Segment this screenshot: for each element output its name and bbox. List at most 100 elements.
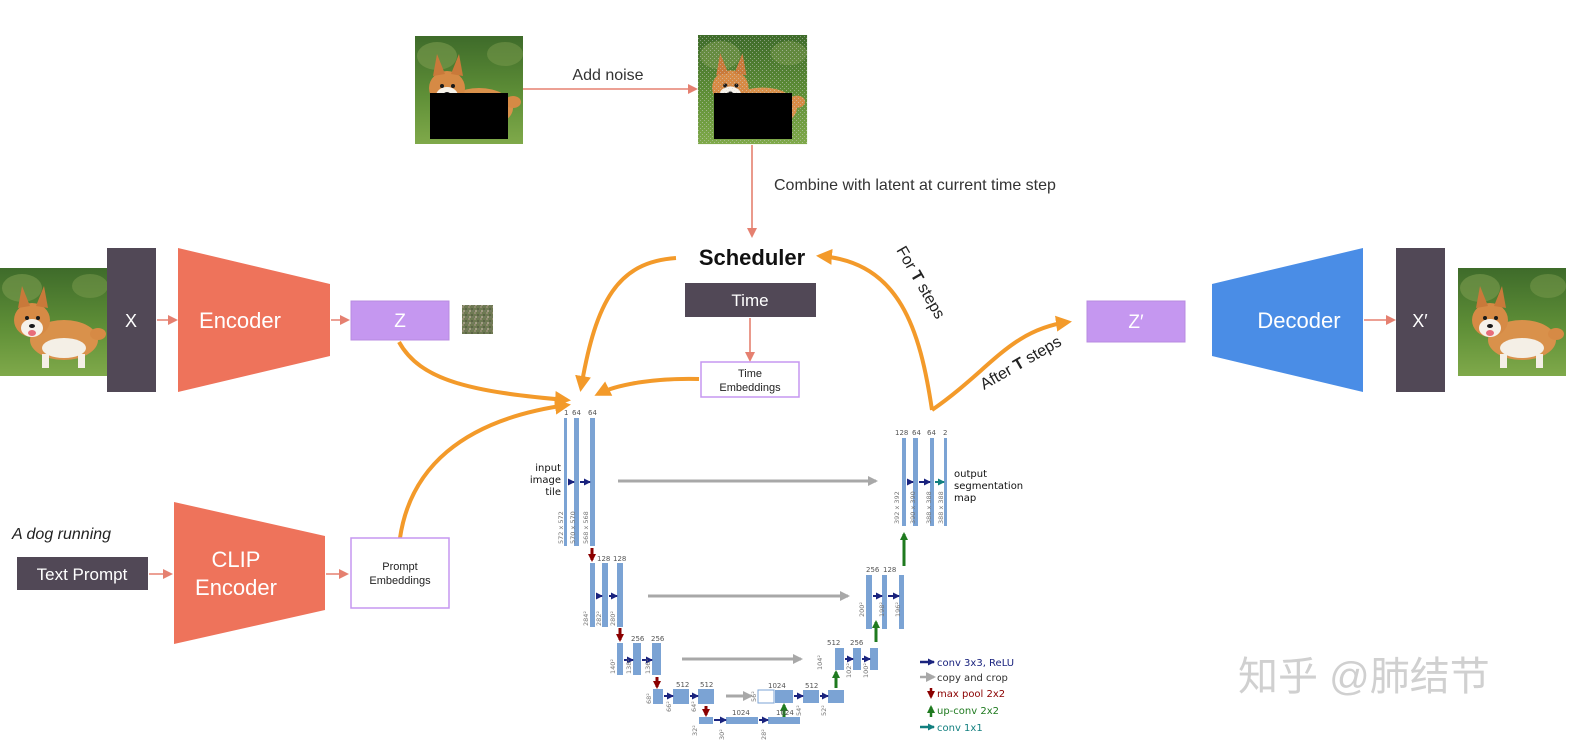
unet-dim-label: 66² bbox=[665, 701, 673, 712]
unet-dim-label: 68² bbox=[645, 693, 653, 704]
clean-image bbox=[415, 36, 523, 144]
unet-layer bbox=[564, 418, 567, 546]
unet-output-label: output bbox=[954, 469, 987, 480]
unet-layer bbox=[653, 689, 663, 704]
unet-dim-label: 572 x 572 bbox=[557, 511, 565, 544]
unet-dim-label: 390 x 390 bbox=[909, 491, 917, 524]
text-prompt-label: Text Prompt bbox=[37, 565, 128, 584]
text-prompt-block bbox=[17, 557, 148, 590]
unet-dim-label: 54² bbox=[795, 705, 803, 716]
unet-layer bbox=[775, 690, 793, 703]
z-label: Z bbox=[394, 311, 406, 332]
unet-channel-label: 256 bbox=[850, 639, 864, 647]
unet-dim-label: 388 x 388 bbox=[925, 491, 933, 524]
unet-layer bbox=[902, 438, 906, 526]
decoder-trapezoid bbox=[1212, 248, 1363, 392]
unet-layer bbox=[870, 648, 878, 670]
time-embeddings-block bbox=[700, 361, 800, 398]
unet-channel-label: 1 bbox=[564, 409, 568, 417]
prompt-embeddings-label-2: Embeddings bbox=[369, 575, 431, 587]
after-steps-arrow bbox=[930, 315, 1072, 412]
unet-layer bbox=[726, 717, 758, 724]
unet-layer bbox=[882, 575, 887, 629]
legend-upconv-label: up-conv 2x2 bbox=[937, 706, 999, 717]
unet-channel-label: 1024 bbox=[732, 709, 750, 717]
unet-layer bbox=[853, 648, 861, 670]
unet-layer bbox=[590, 418, 595, 546]
unet-channel-label: 512 bbox=[676, 681, 689, 689]
x-prime-block bbox=[1396, 248, 1445, 392]
prompt-caption: A dog running bbox=[11, 526, 111, 543]
prompt-to-unet-arrow bbox=[398, 398, 571, 539]
unet-channel-label: 512 bbox=[827, 639, 840, 647]
unet-layer bbox=[913, 438, 918, 526]
for-t-steps-label: For T steps bbox=[893, 244, 948, 323]
scheduler-to-unet-arrow bbox=[575, 256, 677, 392]
unet-layer bbox=[673, 689, 689, 704]
unet-channel-label: 256 bbox=[631, 635, 645, 643]
unet-channel-label: 256 bbox=[866, 566, 880, 574]
unet-dim-label: 30² bbox=[718, 729, 726, 740]
unet-layer bbox=[828, 690, 844, 703]
unet-dim-label: 196² bbox=[894, 602, 902, 617]
redaction-box bbox=[714, 93, 792, 139]
encoder-trapezoid bbox=[178, 248, 330, 392]
unet-legend: conv 3x3, ReLU copy and crop max pool 2x… bbox=[920, 658, 1014, 734]
decoder-label: Decoder bbox=[1257, 308, 1340, 333]
unet-dim-label: 102² bbox=[845, 663, 853, 678]
z-to-unet-arrow bbox=[397, 341, 571, 407]
x-label: X bbox=[125, 311, 137, 331]
unet-dim-label: 138² bbox=[625, 659, 633, 674]
output-dog-image bbox=[1458, 268, 1566, 376]
legend-copy-label: copy and crop bbox=[937, 673, 1008, 684]
z-prime-block bbox=[1086, 300, 1186, 343]
unet-diagram: 1 64 64 572 x 572 570 x 570 568 x 568 in… bbox=[530, 409, 1023, 740]
unet-layer bbox=[803, 690, 819, 703]
prompt-embeddings-label-1: Prompt bbox=[382, 561, 417, 573]
unet-dim-label: 136² bbox=[644, 659, 652, 674]
unet-input-label: tile bbox=[545, 487, 561, 498]
unet-channel-label: 64 bbox=[572, 409, 581, 417]
unet-channel-label: 2 bbox=[943, 429, 947, 437]
unet-dim-label: 140² bbox=[609, 659, 617, 674]
combine-label: Combine with latent at current time step bbox=[774, 177, 1056, 194]
unet-input-label: input bbox=[535, 463, 561, 474]
unet-layer bbox=[633, 643, 641, 675]
time-embeddings-label-1: Time bbox=[738, 368, 762, 380]
unet-dim-label: 282² bbox=[595, 611, 603, 626]
unet-layer bbox=[617, 643, 623, 675]
unet-dim-label: 284² bbox=[582, 611, 590, 626]
unet-layer bbox=[930, 438, 934, 526]
time-block bbox=[685, 283, 816, 317]
unet-channel-label: 128 bbox=[895, 429, 908, 437]
unet-dim-label: 52² bbox=[820, 705, 828, 716]
clip-label-1: CLIP bbox=[212, 547, 261, 572]
unet-layer bbox=[602, 563, 608, 627]
unet-dim-label: 28² bbox=[760, 729, 768, 740]
input-dog-image bbox=[0, 268, 108, 376]
x-block bbox=[107, 248, 156, 392]
unet-layer bbox=[757, 689, 775, 704]
z-block bbox=[350, 300, 450, 341]
unet-layer bbox=[866, 575, 872, 629]
unet-input-label: image bbox=[530, 475, 561, 486]
unet-layer bbox=[835, 648, 844, 670]
unet-layer bbox=[590, 563, 595, 627]
unet-dim-label: 100² bbox=[862, 663, 870, 678]
unet-dim-label: 280² bbox=[609, 611, 617, 626]
redaction-box bbox=[430, 93, 508, 139]
unet-channel-label: 512 bbox=[700, 681, 713, 689]
unet-layer bbox=[768, 717, 800, 724]
unet-channel-label: 128 bbox=[883, 566, 896, 574]
unet-channel-label: 64 bbox=[927, 429, 936, 437]
z-prime-label: Z′ bbox=[1128, 312, 1144, 333]
x-prime-label: X′ bbox=[1412, 311, 1428, 331]
unet-channel-label: 512 bbox=[805, 682, 818, 690]
unet-output-label: segmentation bbox=[954, 481, 1023, 492]
legend-conv1-label: conv 1x1 bbox=[937, 723, 983, 734]
unet-layer bbox=[944, 438, 947, 526]
clip-encoder-trapezoid bbox=[174, 502, 325, 644]
unet-layer bbox=[698, 689, 714, 704]
unet-channel-label: 256 bbox=[651, 635, 665, 643]
